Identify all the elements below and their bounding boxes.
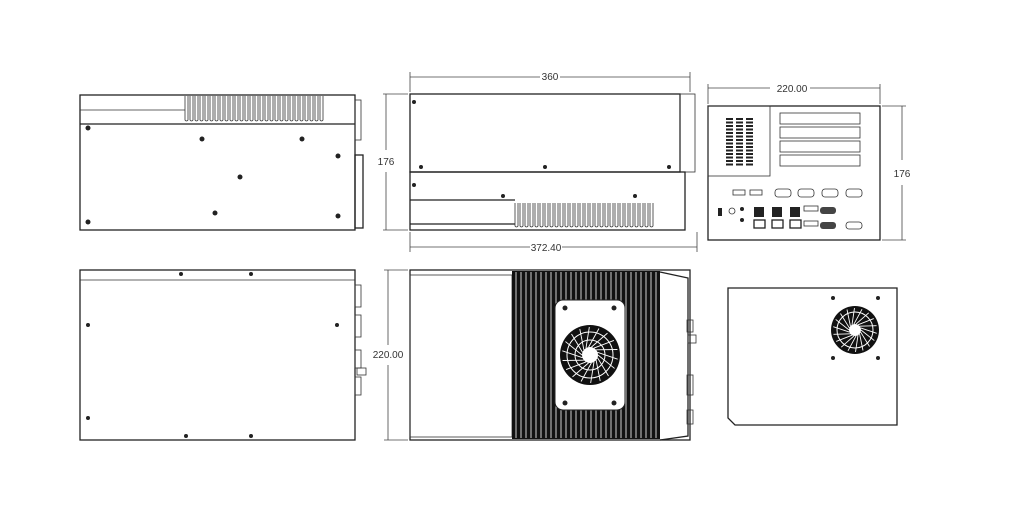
dimension-height-176: 176 xyxy=(378,157,395,168)
io-ports xyxy=(718,188,863,230)
side-view-center xyxy=(383,72,698,252)
dimension-front-height: 176 xyxy=(894,169,911,180)
rear-view xyxy=(727,287,898,426)
dimension-width-360: 360 xyxy=(542,72,559,83)
bottom-view xyxy=(79,269,367,441)
dimension-length-372: 372.40 xyxy=(531,243,562,254)
heatsink-fins xyxy=(184,96,324,122)
top-view-heatsink xyxy=(384,269,697,441)
fan-icon xyxy=(560,325,620,385)
fan-icon xyxy=(831,306,879,354)
dimension-depth-220: 220.00 xyxy=(373,350,404,361)
vent-grille xyxy=(726,118,753,166)
dimension-front-width: 220.00 xyxy=(777,84,808,95)
front-io-view xyxy=(707,84,906,241)
side-view-left xyxy=(79,94,364,231)
heatsink-fins xyxy=(514,203,654,228)
